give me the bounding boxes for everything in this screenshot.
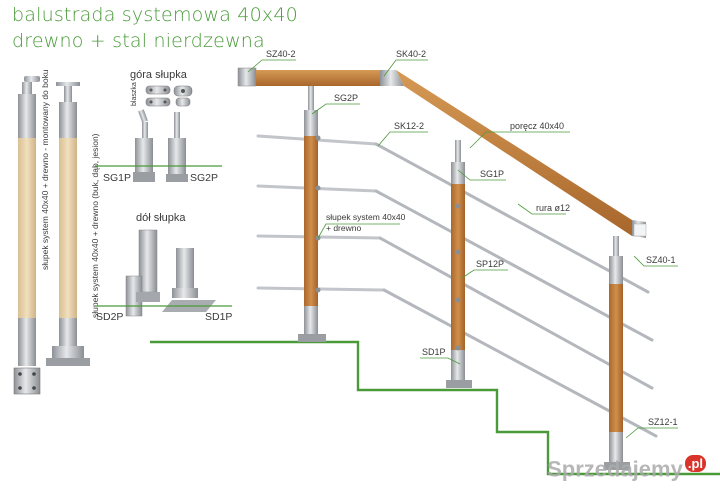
top-mount-post	[46, 82, 90, 366]
sd1p-right-label: SD1P	[422, 347, 446, 357]
sz40-1-label: SZ40-1	[646, 255, 676, 265]
sd1p-part	[162, 248, 216, 312]
sg1p-left-label: SG1P	[103, 172, 131, 184]
plate-parts	[145, 85, 193, 107]
post-1	[298, 86, 326, 342]
stairs-outline	[150, 340, 720, 476]
sg2p-left-label: SG2P	[190, 172, 218, 184]
side-mount-post	[13, 76, 41, 395]
post-2	[446, 140, 472, 388]
handrail	[237, 67, 647, 238]
post-3	[604, 236, 630, 470]
watermark-badge: .pl	[684, 454, 706, 472]
dol-slupka-label: dół słupka	[136, 212, 186, 224]
gora-slupka-label: góra słupka	[130, 69, 188, 81]
slupek-label-1: słupek system 40x40	[326, 212, 406, 222]
sd2p-part	[125, 229, 160, 317]
sd1p-left-label: SD1P	[205, 311, 232, 323]
sz40-2-label: SZ40-2	[266, 49, 296, 59]
sd2p-label: SD2P	[96, 311, 123, 323]
side-post-label-2b: słupek system 40x40 + drewno (buk, dąb, …	[90, 133, 100, 318]
sg2p-part	[166, 112, 188, 182]
blaszka-label: blaszka	[131, 82, 138, 106]
sg1p-right-label: SG1P	[480, 169, 504, 179]
slupek-label-2: + drewno	[326, 223, 361, 233]
watermark-text: Sprzedajemy	[547, 456, 683, 481]
sk40-2-label: SK40-2	[396, 49, 426, 59]
sk12-2-label: SK12-2	[394, 121, 424, 131]
title-line-1: balustrada systemowa 40x40	[12, 4, 298, 26]
porecz-label: poręcz 40x40	[510, 121, 564, 131]
title-line-2: drewno + stal nierdzewna	[12, 30, 265, 52]
sz12-1-label: SZ12-1	[648, 417, 678, 427]
sp12p-label: SP12P	[476, 259, 504, 269]
sg2p-right-label: SG2P	[334, 93, 358, 103]
rura-label: rura ø12	[536, 203, 570, 213]
watermark: Sprzedajemy.pl	[547, 454, 706, 482]
leader-lines	[247, 59, 678, 439]
side-post-label-1: słupek system 40x40 + drewno - montowany…	[40, 69, 50, 270]
sg1p-part	[133, 109, 155, 182]
